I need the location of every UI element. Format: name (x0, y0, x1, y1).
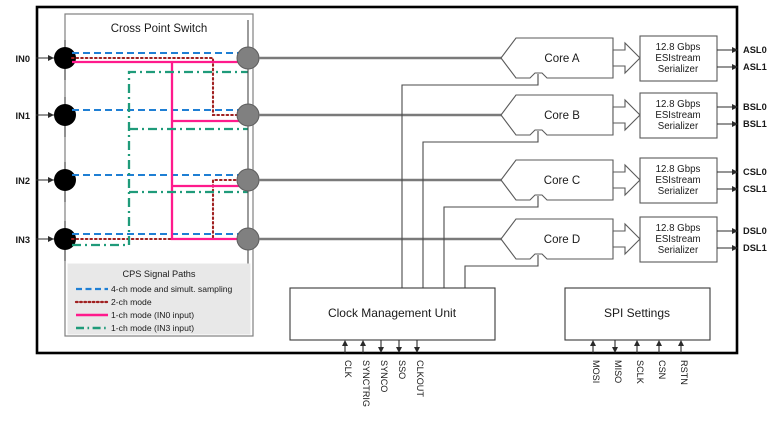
serializer-line1-c: 12.8 Gbps (656, 164, 701, 175)
output-label-csl0: CSL0 (743, 167, 767, 177)
legend-item-4ch: 4-ch mode and simult. sampling (76, 284, 233, 294)
input-node-in2 (54, 169, 76, 191)
path-2ch-mode (70, 56, 250, 241)
input-arrowhead-in0 (48, 55, 54, 61)
spi-settings-block[interactable]: SPI Settings (564, 287, 711, 341)
spi-pin-label-rstn: RSTN (679, 360, 689, 385)
spi-label: SPI Settings (604, 306, 670, 320)
serializer-line1-a: 12.8 Gbps (656, 42, 701, 53)
input-node-in1 (54, 104, 76, 126)
core-block-d[interactable]: Core D (500, 218, 614, 260)
legend-panel (67, 263, 251, 335)
cmu-pin-label-synco: SYNCO (379, 360, 389, 392)
clock-distribution-wires (401, 74, 539, 288)
input-node-in0 (54, 47, 76, 69)
core-block-c[interactable]: Core C (500, 159, 614, 201)
cps-output-node-c (236, 168, 260, 192)
cps-output-node-d (236, 227, 260, 251)
output-group-d: DSL0 DSL1 (717, 226, 767, 253)
cmu-pin-label-clk: CLK (343, 360, 353, 378)
output-group-c: CSL0 CSL1 (717, 167, 767, 194)
output-label-dsl0: DSL0 (743, 226, 767, 236)
cmu-pin-group: CLK SYNCTRIG SYNCO SSO CLKOUT (342, 340, 425, 407)
input-label-in2: IN2 (16, 176, 30, 186)
legend-title: CPS Signal Paths (122, 269, 195, 279)
serializer-line3-d: Serializer (658, 245, 699, 256)
core-label-d: Core D (544, 234, 580, 246)
spi-pin-arrow-miso (612, 347, 618, 353)
cps-output-node-a (236, 46, 260, 70)
core-label-a: Core A (544, 53, 579, 65)
input-label-in0: IN0 (16, 54, 30, 64)
input-label-in1: IN1 (16, 111, 30, 121)
serializer-block-d[interactable]: 12.8 Gbps ESIstream Serializer (639, 216, 718, 263)
serializer-line2-d: ESIstream (655, 234, 700, 245)
output-label-dsl1: DSL1 (743, 243, 767, 253)
serializer-line2-a: ESIstream (655, 53, 700, 64)
input-arrowhead-in2 (48, 177, 54, 183)
bus-arrow-core-d (612, 222, 641, 256)
spi-pin-arrow-rstn (678, 340, 684, 346)
core-label-c: Core C (544, 175, 580, 187)
path-1ch-in3 (72, 70, 248, 247)
legend-item-1ch-in0: 1-ch mode (IN0 input) (76, 310, 194, 320)
cmu-pin-label-synctrig: SYNCTRIG (361, 360, 371, 407)
input-node-in3 (54, 228, 76, 250)
cmu-pin-arrow-clk (342, 340, 348, 346)
clock-management-unit-block[interactable]: Clock Management Unit (289, 287, 496, 341)
cmu-pin-label-clkout: CLKOUT (415, 360, 425, 397)
serializer-block-a[interactable]: 12.8 Gbps ESIstream Serializer (639, 35, 718, 82)
bus-arrow-core-a (612, 41, 641, 75)
output-label-csl1: CSL1 (743, 184, 767, 194)
spi-pin-label-sclk: SCLK (635, 360, 645, 384)
serializer-line1-d: 12.8 Gbps (656, 223, 701, 234)
path-1ch-in0 (72, 60, 248, 241)
spi-pin-label-miso: MISO (613, 360, 623, 383)
bus-arrow-core-c (612, 163, 641, 197)
cmu-pin-arrow-synco (378, 347, 384, 353)
legend-label-1ch-in0: 1-ch mode (IN0 input) (111, 310, 194, 320)
output-label-asl1: ASL1 (743, 62, 767, 72)
legend-item-1ch-in3: 1-ch mode (IN3 input) (76, 323, 194, 333)
legend-label-1ch-in3: 1-ch mode (IN3 input) (111, 323, 194, 333)
legend-label-4ch: 4-ch mode and simult. sampling (111, 284, 233, 294)
spi-pin-arrow-csn (656, 340, 662, 346)
legend-item-2ch: 2-ch mode (74, 297, 152, 307)
cmu-pin-label-sso: SSO (397, 360, 407, 379)
serializer-line2-c: ESIstream (655, 175, 700, 186)
cmu-pin-arrow-clkout (414, 347, 420, 353)
output-label-asl0: ASL0 (743, 45, 767, 55)
serializer-line2-b: ESIstream (655, 110, 700, 121)
cps-signal-paths (70, 51, 250, 247)
cross-point-switch-title: Cross Point Switch (111, 23, 208, 35)
serializer-line1-b: 12.8 Gbps (656, 99, 701, 110)
output-label-bsl1: BSL1 (743, 119, 767, 129)
path-4ch-mode (72, 51, 248, 236)
spi-pin-arrow-mosi (590, 340, 596, 346)
output-label-bsl0: BSL0 (743, 102, 767, 112)
serializer-block-c[interactable]: 12.8 Gbps ESIstream Serializer (639, 157, 718, 204)
serializer-block-b[interactable]: 12.8 Gbps ESIstream Serializer (639, 92, 718, 139)
serializer-line3-b: Serializer (658, 121, 699, 132)
output-group-a: ASL0 ASL1 (717, 45, 767, 72)
cps-output-node-b (236, 103, 260, 127)
output-group-b: BSL0 BSL1 (717, 102, 767, 129)
input-arrowhead-in3 (48, 236, 54, 242)
spi-pin-group: MOSI MISO SCLK CSN RSTN (590, 340, 689, 385)
spi-pin-label-csn: CSN (657, 360, 667, 379)
input-arrowhead-in1 (48, 112, 54, 118)
serializer-line3-c: Serializer (658, 186, 699, 197)
spi-pin-label-mosi: MOSI (591, 360, 601, 383)
spi-pin-arrow-sclk (634, 340, 640, 346)
input-label-in3: IN3 (16, 235, 30, 245)
core-block-a[interactable]: Core A (500, 37, 614, 79)
cmu-label: Clock Management Unit (328, 306, 457, 320)
core-label-b: Core B (544, 110, 580, 122)
serializer-line3-a: Serializer (658, 64, 699, 75)
core-block-b[interactable]: Core B (500, 94, 614, 136)
cmu-pin-arrow-synctrig (360, 340, 366, 346)
legend-label-2ch: 2-ch mode (111, 297, 152, 307)
bus-arrow-core-b (612, 98, 641, 132)
cmu-pin-arrow-sso (396, 347, 402, 353)
